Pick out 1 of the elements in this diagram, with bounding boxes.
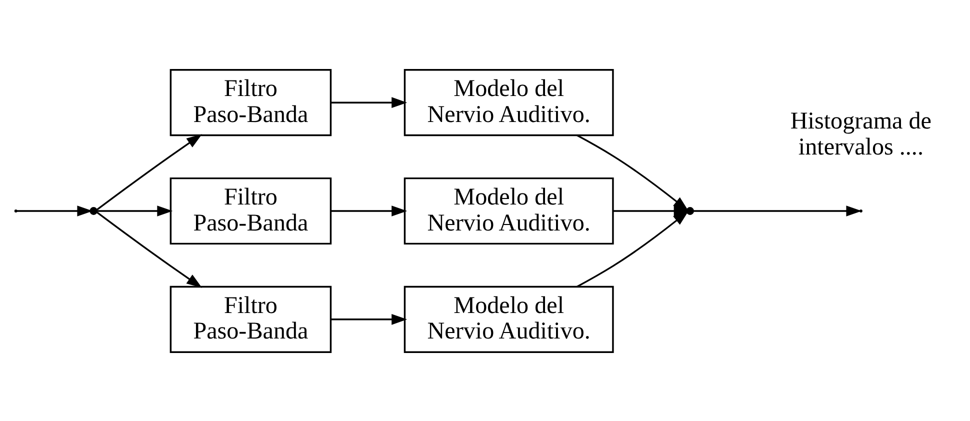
label: Histograma de intervalos .... xyxy=(790,108,932,160)
